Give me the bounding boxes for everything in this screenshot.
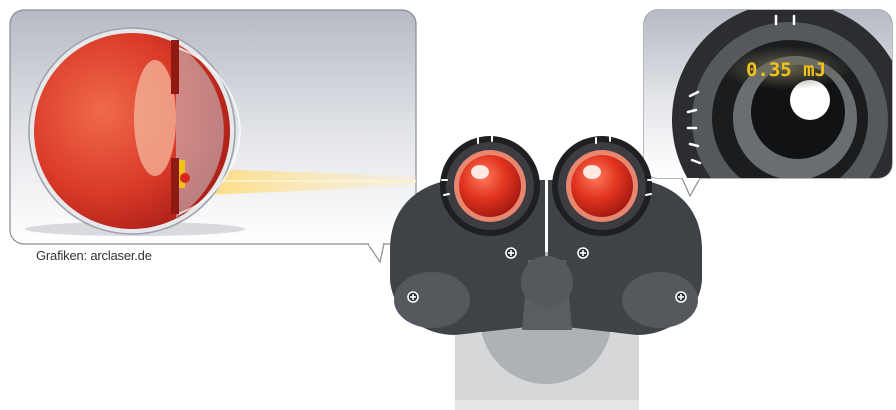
energy-readout: 0.35 mJ: [746, 59, 826, 81]
eyepiece-view-icon: 0.35 mJ: [672, 10, 892, 178]
microscope-binocular-icon: [390, 135, 702, 410]
eye-callout: [9, 9, 417, 264]
eye-cross-section-icon: [28, 27, 242, 235]
image-credit: Grafiken: arclaser.de: [36, 248, 152, 263]
screw-icon: [407, 247, 687, 303]
left-eyepiece: [440, 135, 540, 236]
eyepiece-callout: 0.35 mJ: [643, 9, 893, 198]
right-eyepiece: [552, 135, 654, 236]
